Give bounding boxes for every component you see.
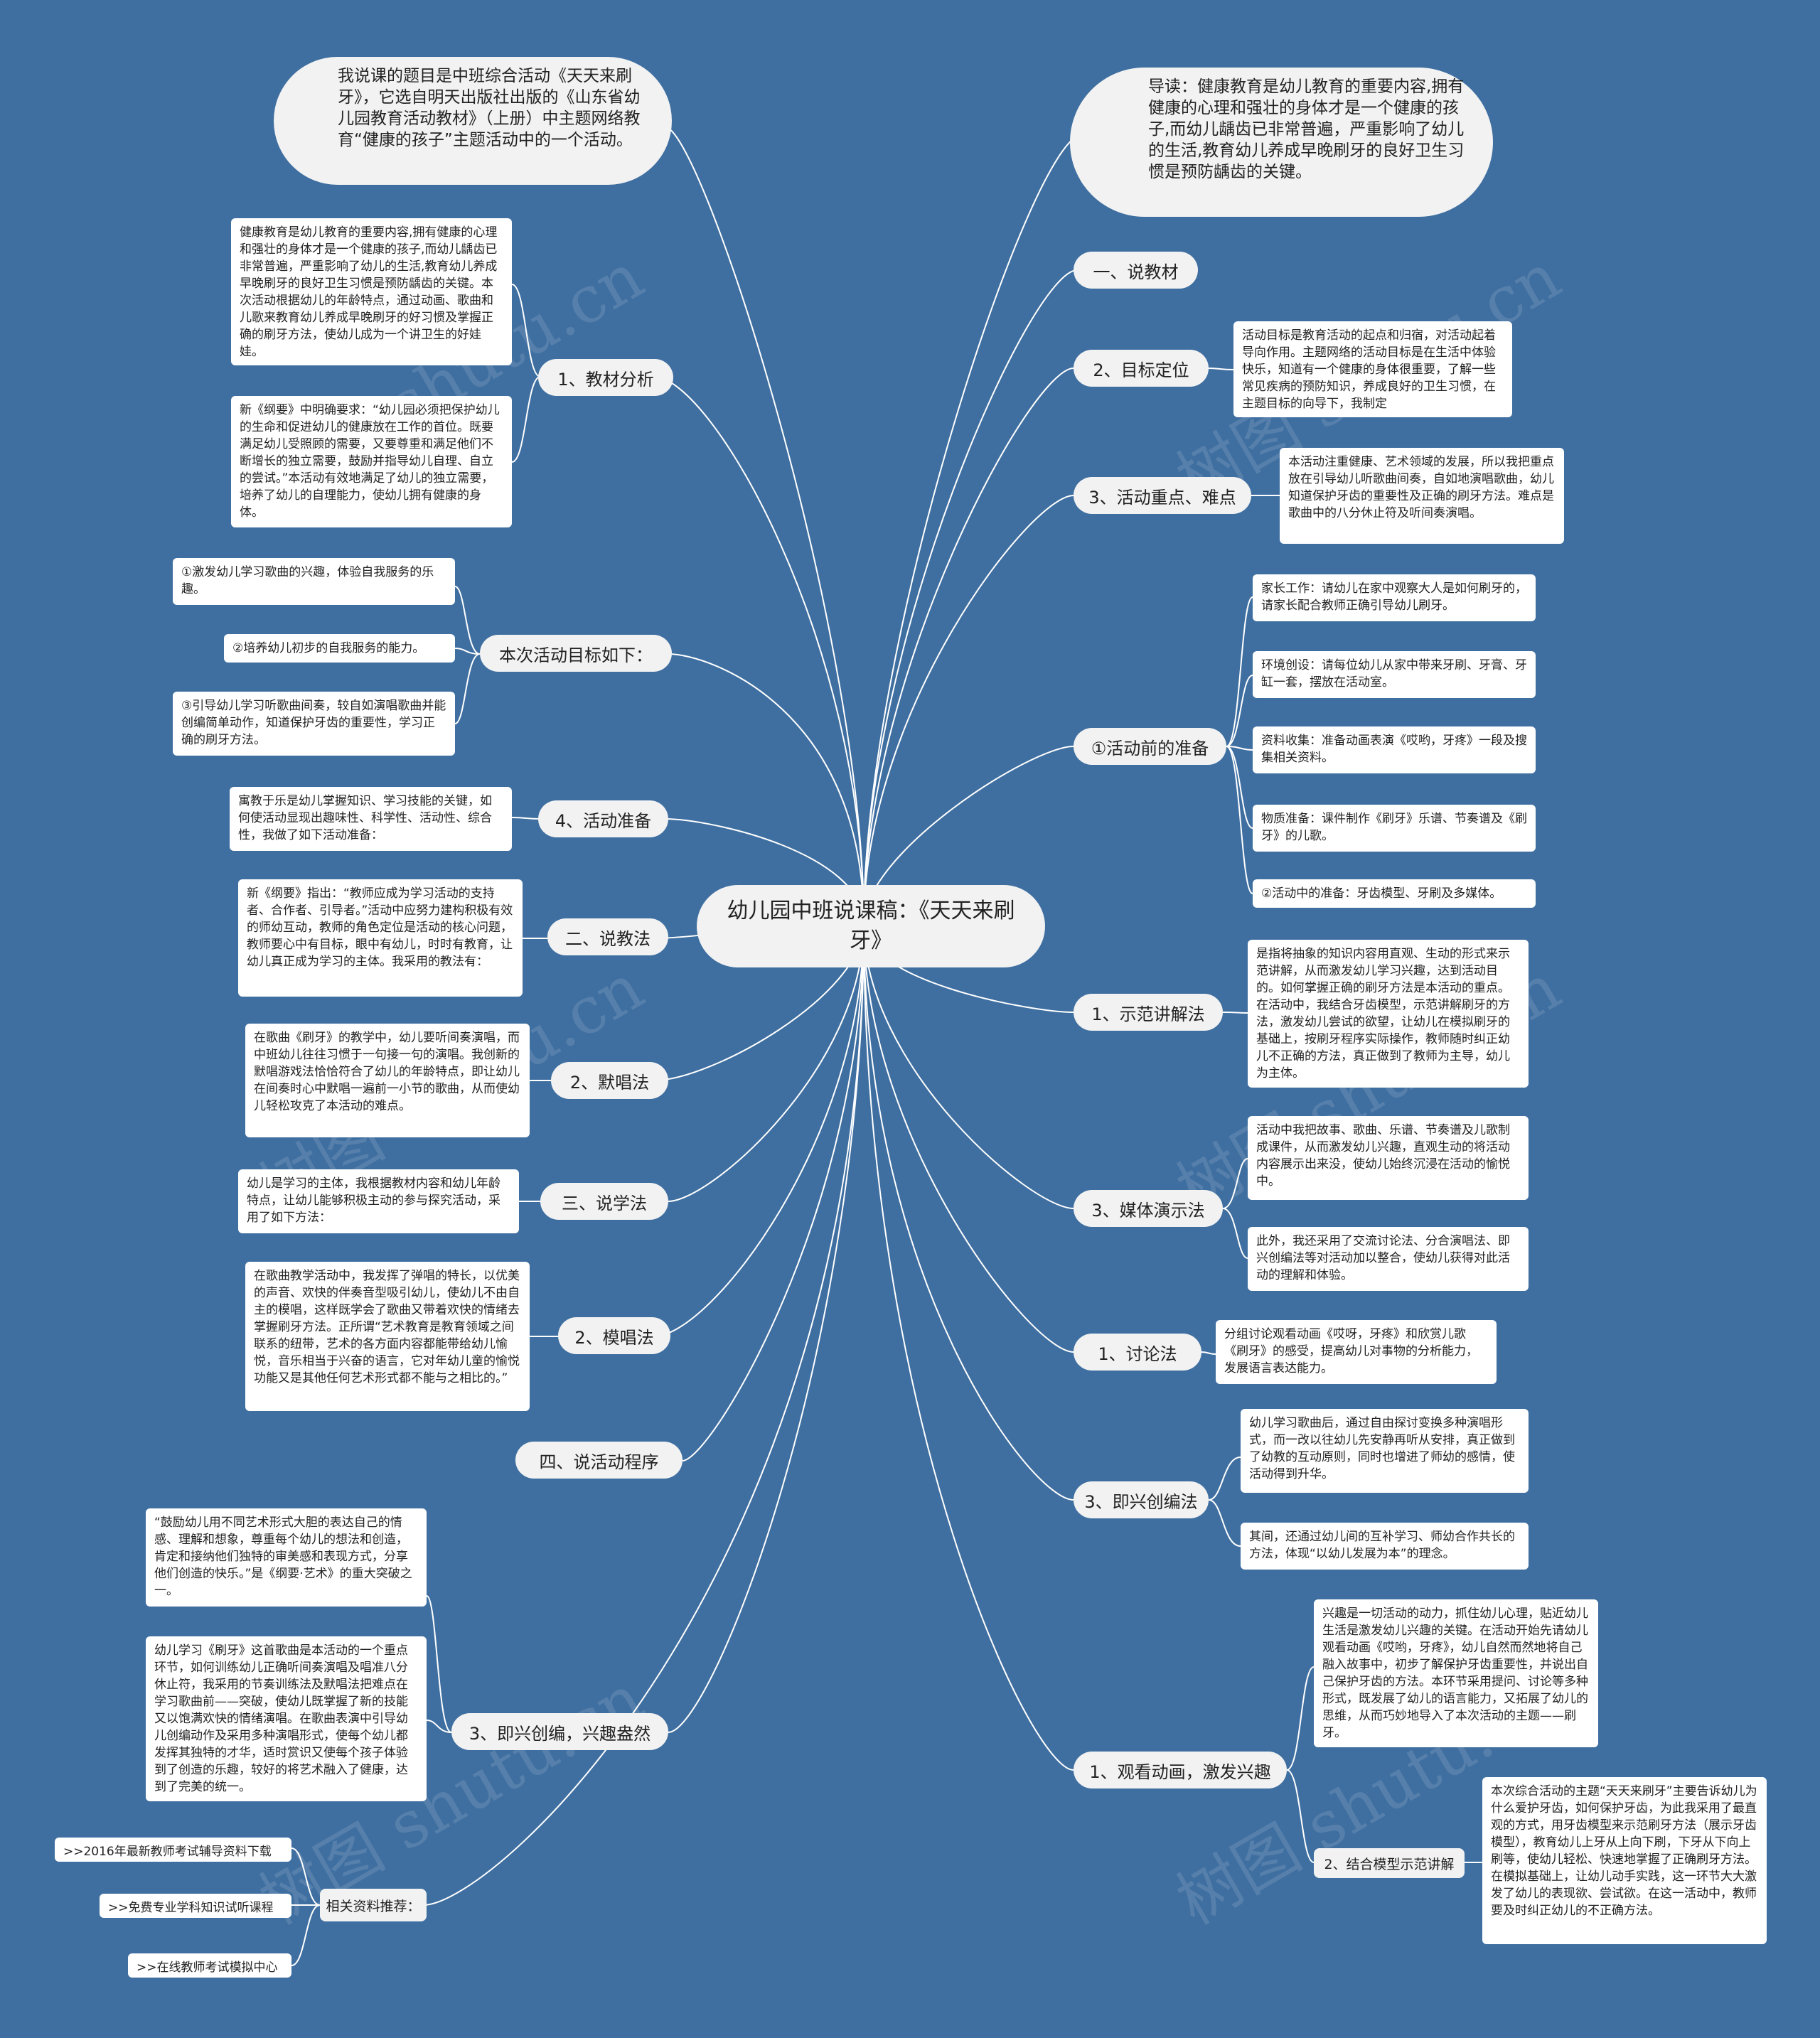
guankan-donghua-text: 兴趣是一切活动的动力，抓住幼儿心理，贴近幼儿生活是激发幼儿兴趣的关键。在活动开始… xyxy=(1314,1599,1598,1747)
mochang-fa-text: 在歌曲《刷牙》的教学中，幼儿要听间奏演唱，而中班幼儿往往习惯于一句接一句的演唱。… xyxy=(245,1024,530,1137)
mubiao-item-3: ③引导幼儿学习听歌曲间奏，较自如演唱歌曲并能创编简单动作，知道保护牙齿的重要性，… xyxy=(173,692,455,756)
zhong-zhunbei: ②活动中的准备：牙齿模型、牙刷及多媒体。 xyxy=(1253,879,1536,908)
branch-mochang-fa-2[interactable]: 2、模唱法 xyxy=(558,1317,670,1354)
shuo-jiaofa-text: 新《纲要》指出：“教师应成为学习活动的支持者、合作者、引导者。”活动中应努力建构… xyxy=(238,879,523,997)
jixing-chuangbian-text-1: “鼓励幼儿用不同艺术形式大胆的表达自己的情感、理解和想象，尊重每个幼儿的想法和创… xyxy=(146,1508,427,1607)
ziliao-link-1[interactable]: >>2016年最新教师考试辅导资料下载 xyxy=(55,1838,291,1862)
branch-shuo-xuefa[interactable]: 三、说学法 xyxy=(540,1183,668,1220)
qian-zhunbei-wuzhi: 物质准备：课件制作《刷牙》乐谱、节奏谱及《刷牙》的儿歌。 xyxy=(1253,805,1536,852)
branch-jixing-chuangbian-xingqu[interactable]: 3、即兴创编，兴趣盎然 xyxy=(451,1713,668,1750)
taolun-fa-text: 分组讨论观看动画《哎呀，牙疼》和欣赏儿歌《刷牙》的感受，提高幼儿对事物的分析能力… xyxy=(1216,1320,1497,1384)
moxing-shifan-text: 本次综合活动的主题“天天来刷牙”主要告诉幼儿为什么爱护牙齿，如何保护牙齿，为此我… xyxy=(1482,1777,1767,1944)
shuo-xuefa-text: 幼儿是学习的主体，我根据教材内容和幼儿年龄特点，让幼儿能够积极主动的参与探究活动… xyxy=(238,1169,519,1233)
branch-shuo-jiaocai[interactable]: 一、说教材 xyxy=(1074,252,1198,289)
intro-left-bubble[interactable]: 我说课的题目是中班综合活动《天天来刷牙》，它选自明天出版社出版的《山东省幼儿园教… xyxy=(274,57,672,185)
meiti-yanshi-text-1: 活动中我把故事、歌曲、乐谱、节奏谱及儿歌制成课件，从而激发幼儿兴趣，直观生动的将… xyxy=(1248,1116,1529,1200)
jixing-chuangbian-text-2: 幼儿学习《刷牙》这首歌曲是本活动的一个重点环节，如何训练幼儿正确听间奏演唱及唱准… xyxy=(146,1636,427,1801)
mubiao-item-1: ①激发幼儿学习歌曲的兴趣，体验自我服务的乐趣。 xyxy=(173,558,455,605)
qian-zhunbei-ziliao: 资料收集：准备动画表演《哎哟，牙疼》一段及搜集相关资料。 xyxy=(1253,726,1536,773)
branch-shuo-jiaofa[interactable]: 二、说教法 xyxy=(547,918,668,955)
branch-meiti-yanshi[interactable]: 3、媒体演示法 xyxy=(1074,1190,1223,1227)
branch-mochang-fa[interactable]: 2、默唱法 xyxy=(551,1062,668,1099)
mochang-fa-2-text: 在歌曲教学活动中，我发挥了弹唱的特长，以优美的声音、欢快的伴奏音型吸引幼儿，使幼… xyxy=(245,1262,530,1411)
ziliao-link-3[interactable]: >>在线教师考试模拟中心 xyxy=(128,1953,291,1978)
intro-right-bubble[interactable]: 导读：健康教育是幼儿教育的重要内容,拥有健康的心理和强壮的身体才是一个健康的孩子… xyxy=(1070,68,1493,217)
branch-taolun-fa[interactable]: 1、讨论法 xyxy=(1074,1334,1201,1371)
zhongdian-nandian-text: 本活动注重健康、艺术领域的发展，所以我把重点放在引导幼儿听歌曲间奏，自如地演唱歌… xyxy=(1280,448,1564,544)
mubiao-dingwei-text: 活动目标是教育活动的起点和归宿，对活动起着导向作用。主题网络的活动目标是在生活中… xyxy=(1233,321,1512,417)
branch-huodong-zhunbei[interactable]: 4、活动准备 xyxy=(538,800,668,837)
jiaocai-fenxi-text-2: 新《纲要》中明确要求：“幼儿园必须把保护幼儿的生命和促进幼儿的健康放在工作的首位… xyxy=(231,396,512,527)
ziliao-link-2[interactable]: >>免费专业学科知识试听课程 xyxy=(100,1894,291,1918)
branch-jixing-chuangbian-fa[interactable]: 3、即兴创编法 xyxy=(1074,1481,1209,1518)
branch-guankan-donghua[interactable]: 1、观看动画，激发兴趣 xyxy=(1074,1752,1287,1788)
jixing-chuangbian-fa-text-2: 其间，还通过幼儿间的互补学习、师幼合作共长的方法，体现“以幼儿发展为本”的理念。 xyxy=(1241,1523,1529,1570)
zhunbei-text: 寓教于乐是幼儿掌握知识、学习技能的关键，如何使活动显现出趣味性、科学性、活动性、… xyxy=(230,787,512,851)
qian-zhunbei-jiazhang: 家长工作：请幼儿在家中观察大人是如何刷牙的，请家长配合教师正确引导幼儿刷牙。 xyxy=(1253,574,1536,621)
jiaocai-fenxi-text-1: 健康教育是幼儿教育的重要内容,拥有健康的心理和强壮的身体才是一个健康的孩子,而幼… xyxy=(231,218,512,365)
branch-jiaocai-fenxi[interactable]: 1、教材分析 xyxy=(538,359,673,396)
branch-shuo-huodong-chengxu[interactable]: 四、说活动程序 xyxy=(515,1442,682,1479)
central-topic[interactable]: 幼儿园中班说课稿：《天天来刷牙》 xyxy=(697,885,1045,967)
branch-moxing-shifan[interactable]: 2、结合模型示范讲解 xyxy=(1314,1848,1465,1878)
branch-huodong-qian-zhunbei[interactable]: ①活动前的准备 xyxy=(1074,728,1226,765)
branch-huodong-mubiao[interactable]: 本次活动目标如下： xyxy=(480,635,672,672)
branch-zhongdian-nandian[interactable]: 3、活动重点、难点 xyxy=(1074,477,1251,514)
shifan-jiangjie-text: 是指将抽象的知识内容用直观、生动的形式来示范讲解，从而激发幼儿学习兴趣，达到活动… xyxy=(1248,940,1529,1088)
branch-mubiao-dingwei[interactable]: 2、目标定位 xyxy=(1074,350,1209,387)
meiti-yanshi-text-2: 此外，我还采用了交流讨论法、分合演唱法、即兴创编法等对活动加以整合，使幼儿获得对… xyxy=(1248,1227,1529,1291)
jixing-chuangbian-fa-text-1: 幼儿学习歌曲后，通过自由探讨变换多种演唱形式，而一改以往幼儿先安静再听从安排，真… xyxy=(1241,1409,1529,1493)
qian-zhunbei-huanjing: 环境创设：请每位幼儿从家中带来牙刷、牙膏、牙缸一套，摆放在活动室。 xyxy=(1253,651,1536,698)
mubiao-item-2: ②培养幼儿初步的自我服务的能力。 xyxy=(224,634,455,663)
branch-shifan-jiangjie[interactable]: 1、示范讲解法 xyxy=(1074,994,1223,1031)
branch-xiangguan-ziliao[interactable]: 相关资料推荐： xyxy=(320,1889,427,1921)
